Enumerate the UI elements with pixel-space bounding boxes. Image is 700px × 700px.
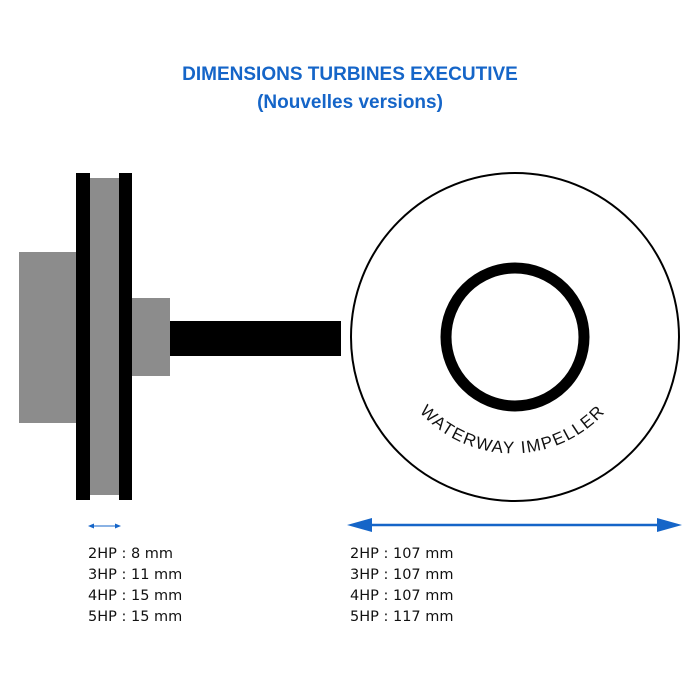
diagram-title: DIMENSIONS TURBINES EXECUTIVE bbox=[182, 64, 518, 85]
impeller-vanes bbox=[90, 178, 119, 495]
impeller-outer-circle bbox=[350, 172, 680, 502]
impeller-front-view: WATERWAY IMPELLER bbox=[350, 172, 680, 502]
diameter-arrow bbox=[347, 518, 682, 532]
thickness-spec-4hp: 4HP : 15 mm bbox=[88, 588, 183, 604]
diameter-spec-5hp: 5HP : 117 mm bbox=[350, 609, 454, 625]
diameter-spec-4hp: 4HP : 107 mm bbox=[350, 588, 454, 604]
impeller-back-plate bbox=[76, 173, 90, 500]
impeller-side-view bbox=[19, 173, 341, 500]
diameter-spec-3hp: 3HP : 107 mm bbox=[350, 567, 454, 583]
impeller-collar bbox=[132, 298, 170, 376]
impeller-front-plate bbox=[119, 173, 132, 500]
thickness-arrow bbox=[88, 523, 121, 529]
thickness-spec-5hp: 5HP : 15 mm bbox=[88, 609, 183, 625]
impeller-eye-ring bbox=[440, 262, 590, 412]
thickness-spec-2hp: 2HP : 8 mm bbox=[88, 546, 174, 562]
diameter-spec-2hp: 2HP : 107 mm bbox=[350, 546, 454, 562]
diameter-spec-list: 2HP : 107 mm 3HP : 107 mm 4HP : 107 mm 5… bbox=[350, 544, 454, 628]
thickness-spec-3hp: 3HP : 11 mm bbox=[88, 567, 183, 583]
thickness-spec-list: 2HP : 8 mm 3HP : 11 mm 4HP : 15 mm 5HP :… bbox=[88, 544, 182, 628]
shaft bbox=[170, 321, 341, 356]
diagram-subtitle: (Nouvelles versions) bbox=[257, 92, 443, 113]
motor-hub-block bbox=[19, 252, 81, 423]
